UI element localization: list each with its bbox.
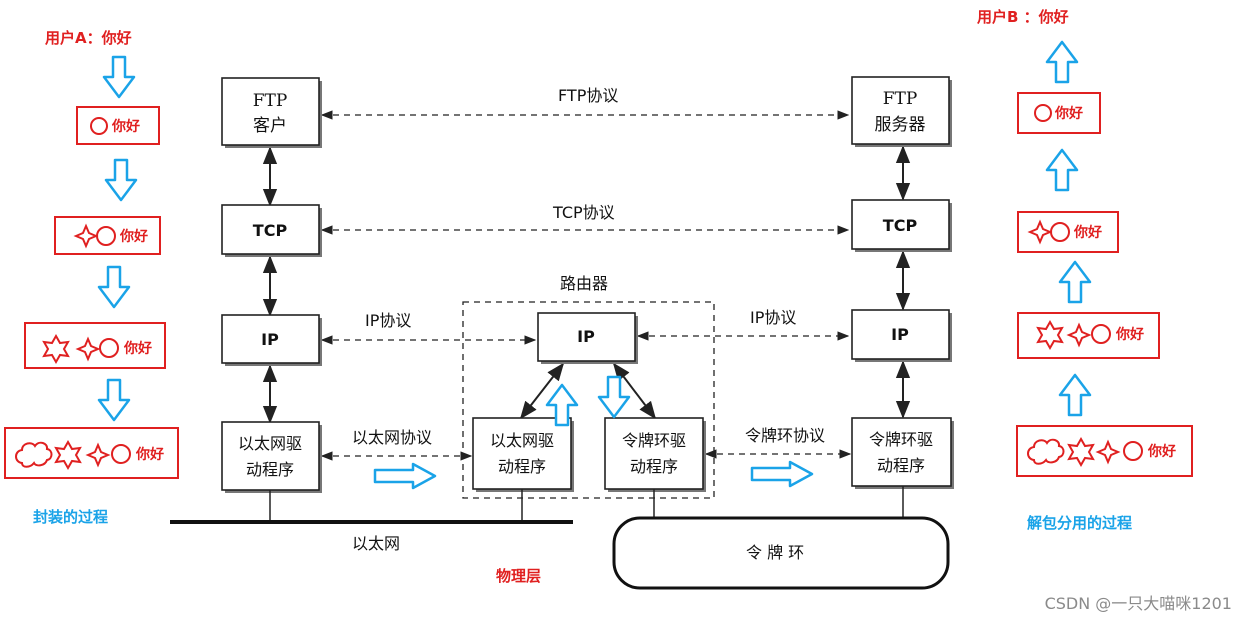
- ethernet-label: 以太网: [352, 534, 400, 553]
- tcp-protocol-label: TCP协议: [552, 203, 615, 222]
- packet-frame: [4, 427, 179, 479]
- packet-text: 你好: [119, 228, 148, 245]
- packet-frame: [1016, 425, 1193, 477]
- ip-protocol-label-left: IP协议: [365, 311, 411, 330]
- ethernet-driver-box-a: [221, 421, 320, 491]
- ethernet-protocol-label: 以太网协议: [352, 428, 432, 447]
- packet-frame: [1017, 92, 1101, 134]
- cross-star-icon: [1095, 439, 1121, 465]
- cross-star-icon: [85, 442, 111, 468]
- cross-star-icon: [1066, 322, 1092, 348]
- ethernet-driver-a-line2: 动程序: [246, 460, 294, 479]
- router-token-driver-line2: 动程序: [630, 457, 678, 476]
- ip-box-a: [221, 314, 320, 364]
- router-ethernet-driver-box: [472, 417, 572, 490]
- user-b-title: 用户B ：你好: [977, 8, 1069, 26]
- hollow-arrow-icon: [750, 460, 814, 488]
- router-frame: [462, 301, 715, 499]
- ftp-client-line2: 客户: [253, 116, 287, 136]
- packet-text: 你好: [1054, 105, 1083, 122]
- circle-icon: [96, 226, 116, 246]
- ip-box-b: [851, 309, 950, 360]
- tcp-label-b: TCP: [883, 216, 918, 235]
- ftp-server-line1: FTP: [883, 89, 918, 109]
- router-label: 路由器: [560, 274, 608, 293]
- ftp-client-box: [221, 77, 320, 146]
- packet-frame: [24, 322, 166, 369]
- tcp-box-a: [221, 204, 320, 255]
- hollow-arrow-icon: [1045, 40, 1079, 84]
- circle-icon: [1123, 441, 1143, 461]
- packet-text: 你好: [1115, 326, 1144, 343]
- tcp-label-a: TCP: [253, 221, 288, 240]
- circle-icon: [111, 444, 131, 464]
- hollow-arrow-icon: [97, 378, 131, 422]
- token-protocol-label: 令牌环协议: [745, 426, 825, 445]
- router-ip-eth-link: [519, 362, 565, 420]
- physical-layer-label: 物理层: [496, 567, 541, 585]
- ip-label-a: IP: [261, 330, 279, 349]
- circle-icon: [99, 338, 119, 358]
- router-ethernet-driver-line2: 动程序: [498, 457, 546, 476]
- ftp-protocol-label: FTP协议: [558, 86, 618, 105]
- cloud-icon: [15, 441, 53, 468]
- cross-star-icon: [73, 223, 99, 249]
- router-token-driver-line1: 令牌环驱: [622, 431, 686, 450]
- router-ip-token-link: [612, 362, 657, 420]
- packet-text: 你好: [1073, 224, 1102, 241]
- router-ip-label: IP: [577, 327, 595, 346]
- cross-star-icon: [1027, 219, 1053, 245]
- watermark: CSDN @一只大喵咪1201: [1045, 594, 1232, 613]
- ip-protocol-label-right: IP协议: [750, 308, 796, 327]
- hollow-arrow-icon: [1045, 148, 1079, 192]
- token-driver-b-line1: 令牌环驱: [869, 430, 933, 449]
- circle-icon: [1091, 324, 1111, 344]
- encapsulation-caption: 封装的过程: [33, 508, 108, 526]
- ftp-server-line2: 服务器: [875, 115, 926, 135]
- cloud-icon: [1027, 438, 1065, 465]
- token-ring-label: 令 牌 环: [746, 543, 804, 562]
- star-icon: [54, 439, 82, 471]
- token-driver-box-b: [851, 417, 952, 487]
- router-token-driver-box: [604, 417, 704, 490]
- ethernet-driver-a-line1: 以太网驱: [238, 434, 302, 453]
- router-ip-box: [537, 312, 636, 362]
- circle-icon: [1034, 104, 1052, 122]
- token-ring-network: [612, 516, 950, 590]
- packet-frame: [1017, 211, 1119, 253]
- hollow-arrow-icon: [597, 375, 631, 419]
- packet-frame: [1017, 312, 1160, 359]
- ftp-client-line1: FTP: [253, 91, 288, 111]
- packet-text: 你好: [1147, 443, 1176, 460]
- tcp-box-b: [851, 199, 950, 250]
- hollow-arrow-icon: [97, 265, 131, 309]
- packet-text: 你好: [111, 118, 140, 135]
- packet-text: 你好: [135, 446, 164, 463]
- hollow-arrow-icon: [104, 158, 138, 202]
- hollow-arrow-icon: [373, 462, 437, 490]
- circle-icon: [1050, 222, 1070, 242]
- star-icon: [1067, 436, 1095, 468]
- decapsulation-caption: 解包分用的过程: [1027, 514, 1132, 532]
- packet-text: 你好: [123, 340, 152, 357]
- ip-label-b: IP: [891, 325, 909, 344]
- hollow-arrow-icon: [102, 55, 136, 99]
- user-a-title: 用户A：你好: [45, 29, 132, 47]
- star-icon: [42, 333, 70, 365]
- packet-frame: [76, 106, 160, 145]
- cross-star-icon: [75, 336, 101, 362]
- router-ethernet-driver-line1: 以太网驱: [490, 431, 554, 450]
- hollow-arrow-icon: [1058, 373, 1092, 417]
- hollow-arrow-icon: [1058, 260, 1092, 304]
- token-driver-b-line2: 动程序: [877, 456, 925, 475]
- ftp-server-box: [851, 76, 950, 145]
- circle-icon: [90, 117, 108, 135]
- star-icon: [1036, 319, 1064, 351]
- packet-frame: [54, 216, 161, 255]
